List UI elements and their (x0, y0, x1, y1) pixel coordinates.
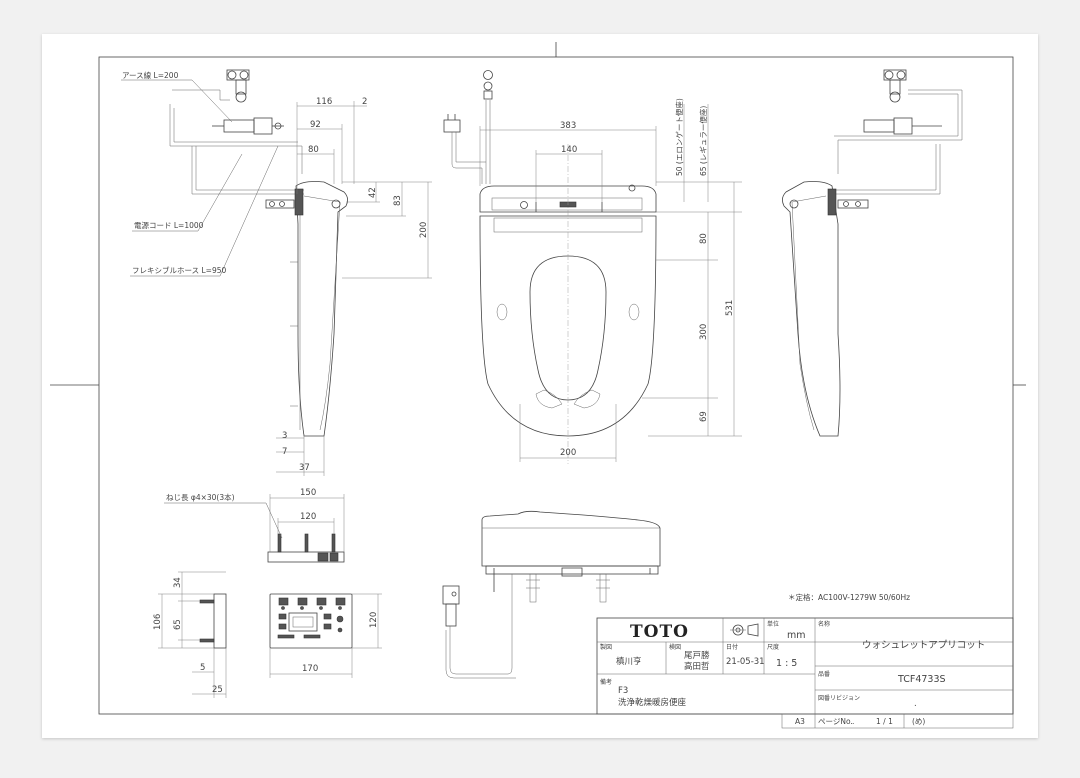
remote-front-view: 120 170 (269, 593, 382, 678)
checker-name-1: 尾戸勝 (684, 650, 710, 661)
note-regular: 65 (レギュラー便座) (698, 106, 708, 176)
dim-34: 34 (173, 577, 183, 588)
date-label: 日付 (726, 643, 738, 651)
front-elevation (442, 510, 661, 679)
projection-symbol-icon (730, 623, 759, 637)
title-block: TOTO 単位 mm 名称 ウォシュレットアプリコット 製図 槙川亨 検図 尾戸… (596, 617, 1014, 729)
dim-5: 5 (200, 663, 205, 673)
page-end: (め) (912, 717, 925, 726)
dim-106: 106 (153, 614, 163, 630)
design-label: 製図 (600, 643, 612, 651)
remark-line-2: 洗浄乾燥暖房便座 (618, 697, 687, 708)
dim-25: 25 (212, 685, 223, 695)
dim-116: 116 (316, 97, 332, 107)
note-elongated: 50 (エロンゲート便座) (674, 98, 684, 176)
unit-value: mm (787, 630, 806, 641)
side-view-right (782, 69, 963, 437)
revision-label: 図番リビジョン (818, 694, 860, 702)
dim-37: 37 (299, 463, 310, 473)
dim-92: 92 (310, 120, 321, 130)
dim-3: 3 (282, 431, 287, 441)
dim-140: 140 (561, 145, 577, 155)
date-value: 21-05-31 (726, 657, 765, 667)
dim-200: 200 (419, 222, 429, 238)
top-view-center: 383 140 50 (エロンゲート便座) 65 (レギュラー便座) 80 30… (443, 70, 742, 464)
technical-drawing: 116 2 92 80 42 83 200 3 7 37 アース線 L=200 … (50, 42, 1026, 729)
dim-83: 83 (393, 195, 403, 206)
callout-earth-wire: アース線 L=200 (122, 70, 179, 80)
page-dot: . (852, 717, 854, 726)
dim-80-front: 80 (699, 233, 709, 244)
paper-size: A3 (795, 717, 805, 726)
unit-label: 単位 (767, 620, 779, 628)
dim-42: 42 (368, 187, 378, 198)
mounting-plate: 150 120 ねじ長 φ4×30(3本) (164, 488, 345, 563)
remote-side-view: 34 65 106 5 25 (153, 571, 227, 698)
drawing-frame (98, 56, 1014, 715)
remark-line-1: F3 (618, 686, 628, 696)
toto-logo: TOTO (630, 622, 689, 642)
dim-383: 383 (560, 121, 576, 131)
dim-65: 65 (173, 619, 183, 630)
dim-120-remote: 120 (369, 612, 379, 628)
callout-screw: ねじ長 φ4×30(3本) (166, 492, 235, 502)
dim-2: 2 (362, 97, 367, 107)
revision-value: . (914, 699, 917, 709)
callout-power-cord: 電源コード L=1000 (134, 221, 204, 230)
dim-150: 150 (300, 488, 316, 498)
dim-531: 531 (725, 300, 735, 316)
page-number: 1 / 1 (876, 717, 893, 726)
dim-69: 69 (699, 411, 709, 422)
callout-flex-hose: フレキシブルホース L=950 (132, 265, 227, 275)
side-view-left: 116 2 92 80 42 83 200 3 7 37 アース線 L=200 … (121, 69, 432, 476)
scale-value: 1 : 5 (776, 658, 797, 669)
page-label: ページNo. (818, 717, 853, 726)
dim-120-plate: 120 (300, 512, 316, 522)
dim-170: 170 (302, 664, 318, 674)
rating-note: ＊定格：AC100V-1279W 50/60Hz (788, 592, 910, 602)
dim-7: 7 (282, 447, 287, 457)
designer-name: 槙川亨 (616, 656, 642, 667)
check-label: 検図 (669, 643, 681, 651)
product-name: ウォシュレットアプリコット (862, 640, 985, 651)
dim-300: 300 (699, 324, 709, 340)
checker-name-2: 高田哲 (684, 661, 710, 672)
remarks-label: 備考 (600, 678, 612, 686)
model-number: TCF4733S (897, 674, 946, 685)
dim-200-front: 200 (560, 448, 576, 458)
dim-80: 80 (308, 145, 319, 155)
scale-label: 尺度 (767, 643, 779, 651)
model-label: 品番 (818, 671, 830, 678)
name-label: 名称 (818, 620, 830, 628)
drawing-sheet: 116 2 92 80 42 83 200 3 7 37 アース線 L=200 … (42, 34, 1038, 738)
